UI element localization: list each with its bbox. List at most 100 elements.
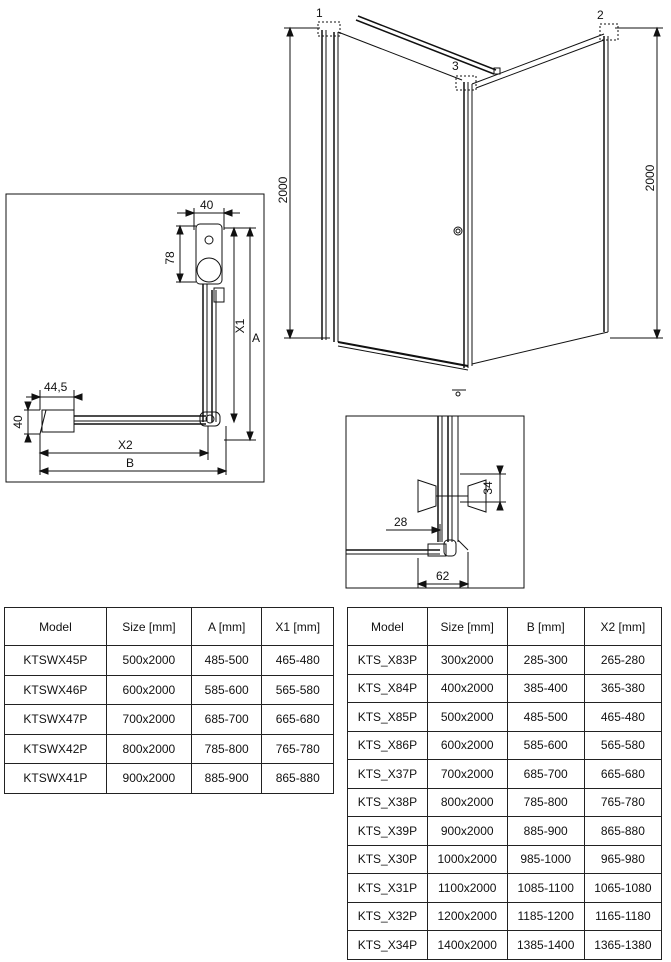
cell-size: 900x2000 [105, 763, 192, 794]
cell-size: 1400x2000 [426, 930, 508, 960]
cell-model: KTS_X34P [347, 930, 428, 960]
table-row: KTS_X85P 500x2000 485-500 465-480 [347, 702, 663, 732]
cell-x2: 765-780 [583, 787, 663, 817]
cell-size: 700x2000 [105, 704, 192, 735]
size-table-right: Model Size [mm] B [mm] X2 [mm] KTS_X83P … [347, 607, 663, 960]
cell-a: 585-600 [190, 674, 263, 705]
table-row: KTS_X38P 800x2000 785-800 765-780 [347, 787, 663, 817]
cell-size: 600x2000 [105, 674, 192, 705]
header-x2: X2 [mm] [583, 607, 663, 646]
cell-x2: 565-580 [583, 730, 663, 760]
dim-width: 62 [436, 569, 450, 583]
cell-x2: 465-480 [583, 702, 663, 732]
table-row: KTS_X32P 1200x2000 1185-1200 1165-1180 [347, 901, 663, 931]
dim-wall-width: 44,5 [44, 380, 68, 394]
cell-size: 900x2000 [426, 816, 508, 846]
cell-x2: 965-980 [583, 844, 663, 874]
cell-model: KTSWX47P [4, 704, 107, 735]
cell-b: 885-900 [506, 816, 585, 846]
cell-a: 685-700 [190, 704, 263, 735]
cell-b: 1085-1100 [506, 873, 585, 903]
height-label-right: 2000 [643, 164, 657, 191]
table-row: KTSWX45P 500x2000 485-500 465-480 [4, 645, 334, 676]
table-row: KTS_X30P 1000x2000 985-1000 965-980 [347, 844, 663, 874]
cell-size: 800x2000 [426, 787, 508, 817]
cell-model: KTS_X32P [347, 901, 428, 931]
cell-size: 1200x2000 [426, 901, 508, 931]
table-row: KTS_X37P 700x2000 685-700 665-680 [347, 759, 663, 789]
cell-a: 785-800 [190, 733, 263, 764]
cell-b: 1185-1200 [506, 901, 585, 931]
header-a: A [mm] [190, 607, 263, 646]
cell-size: 700x2000 [426, 759, 508, 789]
table-row: KTS_X34P 1400x2000 1385-1400 1365-1380 [347, 930, 663, 960]
cell-model: KTS_X86P [347, 730, 428, 760]
header-model: Model [4, 607, 107, 646]
cell-x2: 665-680 [583, 759, 663, 789]
cell-model: KTS_X30P [347, 844, 428, 874]
detail-plan-view: 40 78 X1 A 44,5 40 X2 B [5, 193, 265, 483]
table-row: KTS_X39P 900x2000 885-900 865-880 [347, 816, 663, 846]
size-table-left: Model Size [mm] A [mm] X1 [mm] KTSWX45P … [4, 607, 334, 794]
dim-wall-height: 40 [11, 415, 25, 429]
table-header-row: Model Size [mm] A [mm] X1 [mm] [4, 607, 334, 646]
cell-b: 385-400 [506, 673, 585, 703]
table-row: KTSWX47P 700x2000 685-700 665-680 [4, 704, 334, 735]
header-b: B [mm] [506, 607, 585, 646]
cell-model: KTSWX45P [4, 645, 107, 676]
cell-x1: 665-680 [261, 704, 334, 735]
shower-enclosure-drawing: 2000 2000 1 2 3 [276, 6, 663, 397]
dim-hinge-height: 78 [163, 251, 177, 265]
cell-model: KTS_X39P [347, 816, 428, 846]
cell-x2: 365-380 [583, 673, 663, 703]
dim-x2: X2 [118, 438, 133, 452]
table-row: KTSWX46P 600x2000 585-600 565-580 [4, 674, 334, 705]
dim-handle-height: 34 [481, 481, 495, 495]
table-header-row: Model Size [mm] B [mm] X2 [mm] [347, 607, 663, 646]
table-row: KTSWX41P 900x2000 885-900 865-880 [4, 763, 334, 794]
table-row: KTS_X86P 600x2000 585-600 565-580 [347, 730, 663, 760]
cell-model: KTS_X85P [347, 702, 428, 732]
table-row: KTS_X31P 1100x2000 1085-1100 1065-1080 [347, 873, 663, 903]
cell-size: 1000x2000 [426, 844, 508, 874]
cell-model: KTSWX46P [4, 674, 107, 705]
cell-b: 985-1000 [506, 844, 585, 874]
dim-a: A [252, 331, 260, 345]
cell-model: KTS_X31P [347, 873, 428, 903]
callout-3: 3 [452, 59, 459, 73]
dim-b: B [126, 456, 134, 470]
cell-model: KTS_X37P [347, 759, 428, 789]
dim-top-width: 40 [200, 198, 214, 212]
dim-offset: 28 [394, 515, 408, 529]
cell-model: KTS_X38P [347, 787, 428, 817]
cell-x2: 1065-1080 [583, 873, 663, 903]
cell-model: KTS_X83P [347, 645, 428, 675]
callout-2: 2 [597, 8, 604, 22]
cell-x1: 865-880 [261, 763, 334, 794]
cell-model: KTSWX42P [4, 733, 107, 764]
dim-x1: X1 [233, 318, 247, 333]
header-model: Model [347, 607, 428, 646]
table-row: KTS_X83P 300x2000 285-300 265-280 [347, 645, 663, 675]
cell-size: 800x2000 [105, 733, 192, 764]
cell-x2: 1365-1380 [583, 930, 663, 960]
cell-x1: 565-580 [261, 674, 334, 705]
cell-x2: 1165-1180 [583, 901, 663, 931]
height-label-left: 2000 [276, 176, 290, 203]
table-row: KTSWX42P 800x2000 785-800 765-780 [4, 733, 334, 764]
header-x1: X1 [mm] [261, 607, 334, 646]
cell-x2: 865-880 [583, 816, 663, 846]
cell-x2: 265-280 [583, 645, 663, 675]
header-size: Size [mm] [105, 607, 192, 646]
cell-size: 300x2000 [426, 645, 508, 675]
header-size: Size [mm] [426, 607, 508, 646]
cell-model: KTS_X84P [347, 673, 428, 703]
table-row: KTS_X84P 400x2000 385-400 365-380 [347, 673, 663, 703]
cell-size: 400x2000 [426, 673, 508, 703]
callout-1: 1 [316, 6, 323, 20]
cell-size: 600x2000 [426, 730, 508, 760]
cell-model: KTSWX41P [4, 763, 107, 794]
cell-size: 500x2000 [105, 645, 192, 676]
cell-x1: 765-780 [261, 733, 334, 764]
cell-size: 1100x2000 [426, 873, 508, 903]
